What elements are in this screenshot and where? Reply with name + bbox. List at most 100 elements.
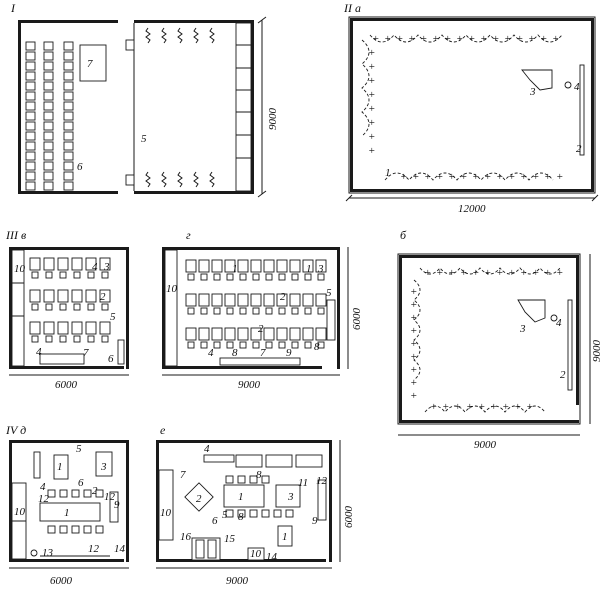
chair <box>249 475 258 484</box>
chair <box>213 307 221 315</box>
seat-mark: + <box>484 267 491 279</box>
seat-mark: + <box>552 33 559 45</box>
panel-I-dim: 9000 <box>267 108 279 131</box>
seat-mark: + <box>368 117 375 129</box>
svg-text:IV д: IV д <box>5 423 26 437</box>
svg-text:15: 15 <box>224 533 236 545</box>
desk <box>263 293 275 307</box>
seat <box>43 51 54 61</box>
svg-text:5: 5 <box>110 311 116 323</box>
chair <box>317 341 325 349</box>
chair <box>59 525 68 534</box>
chair <box>83 525 92 534</box>
svg-text:г: г <box>186 228 191 242</box>
svg-text:2: 2 <box>100 291 106 303</box>
svg-text:2: 2 <box>560 369 566 381</box>
svg-text:3: 3 <box>519 323 526 335</box>
seat-mark: + <box>526 401 533 413</box>
chair <box>187 273 195 281</box>
chair <box>252 273 260 281</box>
chair <box>226 341 234 349</box>
seat-mark: + <box>424 267 431 279</box>
seat-mark: + <box>410 390 417 402</box>
svg-text:10: 10 <box>14 506 26 518</box>
seat <box>63 151 74 161</box>
desk <box>289 293 301 307</box>
seat-mark: + <box>490 401 497 413</box>
svg-text:6: 6 <box>77 161 83 173</box>
seat-mark: + <box>436 267 443 279</box>
seat-mark: + <box>520 171 527 183</box>
seat-mark: + <box>368 131 375 143</box>
svg-text:10: 10 <box>160 507 172 519</box>
seat <box>43 101 54 111</box>
desk <box>185 293 197 307</box>
seat <box>195 539 205 559</box>
chair <box>45 271 53 279</box>
desk <box>315 327 327 341</box>
svg-text:6: 6 <box>212 515 218 527</box>
chair <box>47 489 56 498</box>
seat-mark: + <box>540 33 547 45</box>
seat-mark: + <box>556 171 563 183</box>
seat-mark: + <box>504 33 511 45</box>
svg-text:7: 7 <box>180 469 186 481</box>
seat <box>63 121 74 131</box>
chair <box>285 509 294 518</box>
chair <box>73 335 81 343</box>
panel-I-left-wall <box>18 20 21 194</box>
seat-mark: + <box>400 171 407 183</box>
seat <box>25 111 36 121</box>
panel-IIIv: III в 10 4 3 2 5 4 7 6 6000 <box>5 228 129 391</box>
seat-mark: + <box>460 267 467 279</box>
svg-text:6: 6 <box>108 353 114 365</box>
seat-mark: + <box>368 47 375 59</box>
seat <box>25 51 36 61</box>
seat-mark: + <box>410 338 417 350</box>
desk <box>289 259 301 273</box>
chair <box>261 509 270 518</box>
desk <box>198 259 210 273</box>
seat-mark: + <box>430 401 437 413</box>
desk <box>198 327 210 341</box>
desk <box>263 327 275 341</box>
desk <box>185 327 197 341</box>
desk <box>57 321 69 335</box>
seat <box>63 141 74 151</box>
chair <box>31 303 39 311</box>
seat <box>25 161 36 171</box>
chair <box>226 307 234 315</box>
chair <box>304 341 312 349</box>
seat-mark: + <box>396 33 403 45</box>
seat <box>63 81 74 91</box>
svg-text:3: 3 <box>103 261 110 273</box>
desk <box>43 321 55 335</box>
svg-text:е: е <box>160 423 166 437</box>
svg-text:9000: 9000 <box>474 439 497 451</box>
seat-mark: + <box>532 171 539 183</box>
panel-IIa-piano <box>521 69 553 91</box>
svg-text:12: 12 <box>88 543 100 555</box>
chair <box>101 335 109 343</box>
seat-mark: + <box>480 33 487 45</box>
svg-text:2: 2 <box>92 485 98 497</box>
chair <box>71 489 80 498</box>
svg-text:8: 8 <box>314 341 320 353</box>
svg-text:3: 3 <box>317 263 324 275</box>
seat <box>63 41 74 51</box>
seat-mark: + <box>368 61 375 73</box>
desk <box>71 289 83 303</box>
desk <box>237 327 249 341</box>
svg-text:10: 10 <box>166 283 178 295</box>
seat-mark: + <box>478 401 485 413</box>
seat-mark: + <box>468 33 475 45</box>
svg-text:8: 8 <box>232 347 238 359</box>
desk <box>85 289 97 303</box>
chair <box>73 271 81 279</box>
seat <box>43 91 54 101</box>
desk <box>43 257 55 271</box>
chair <box>317 307 325 315</box>
seat <box>25 121 36 131</box>
svg-text:1: 1 <box>306 263 312 275</box>
chair <box>95 525 104 534</box>
